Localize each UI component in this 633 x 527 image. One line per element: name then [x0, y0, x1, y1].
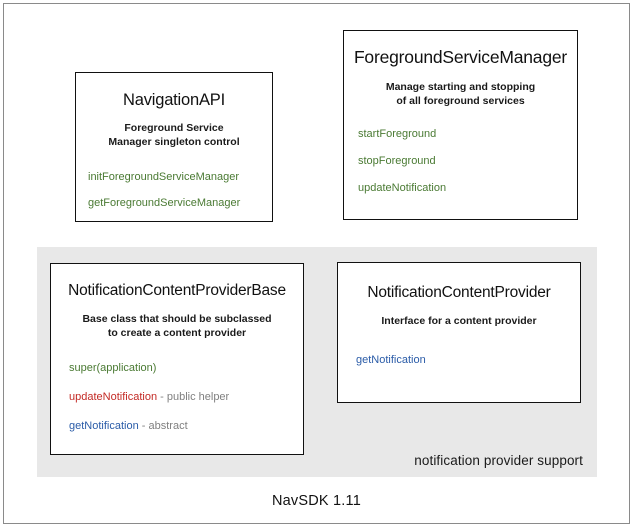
- member-list: startForeground stopForeground updateNot…: [344, 127, 577, 195]
- class-member[interactable]: initForegroundServiceManager: [88, 170, 272, 184]
- member-name: updateNotification: [69, 391, 158, 403]
- class-box-foregroundservicemanager[interactable]: ForegroundServiceManager Manage starting…: [343, 30, 578, 220]
- member-name: getForegroundServiceManager: [88, 197, 241, 209]
- member-name: stopForeground: [358, 155, 436, 167]
- class-member[interactable]: updateNotification: [358, 181, 577, 195]
- class-box-notificationcontentprovider[interactable]: NotificationContentProvider Interface fo…: [337, 262, 581, 403]
- member-name: updateNotification: [358, 182, 447, 194]
- member-name: super(application): [69, 362, 157, 374]
- member-list: initForegroundServiceManager getForegrou…: [76, 170, 272, 210]
- class-description: Manage starting and stopping of all fore…: [385, 81, 536, 107]
- class-member[interactable]: updateNotification - public helper: [69, 390, 303, 404]
- class-title: NavigationAPI: [123, 91, 225, 109]
- class-title: ForegroundServiceManager: [353, 47, 568, 67]
- class-member[interactable]: startForeground: [358, 127, 577, 141]
- member-name: startForeground: [358, 128, 437, 140]
- diagram-footer-label: NavSDK 1.11: [272, 493, 361, 509]
- class-box-notificationcontentproviderbase[interactable]: NotificationContentProviderBase Base cla…: [50, 263, 304, 455]
- member-name: initForegroundServiceManager: [88, 171, 240, 183]
- class-description: Base class that should be subclassed to …: [82, 313, 272, 339]
- member-list: super(application) updateNotification - …: [51, 361, 303, 433]
- class-description: Foreground Service Manager singleton con…: [108, 122, 240, 148]
- class-member[interactable]: stopForeground: [358, 154, 577, 168]
- member-name: getNotification: [69, 420, 139, 432]
- class-title: NotificationContentProviderBase: [68, 282, 286, 299]
- member-name: getNotification: [356, 353, 426, 366]
- member-list: getNotification: [338, 353, 580, 367]
- member-note: - public helper: [157, 391, 230, 403]
- group-panel-label: notification provider support: [414, 453, 583, 468]
- class-title: NotificationContentProvider: [367, 284, 551, 301]
- class-description: Interface for a content provider: [381, 315, 537, 327]
- member-note: - abstract: [138, 420, 188, 432]
- class-member[interactable]: super(application): [69, 361, 303, 375]
- class-member[interactable]: getForegroundServiceManager: [88, 196, 272, 210]
- class-member[interactable]: getNotification: [356, 353, 580, 367]
- class-box-navigationapi[interactable]: NavigationAPI Foreground Service Manager…: [75, 72, 273, 222]
- class-member[interactable]: getNotification - abstract: [69, 419, 303, 433]
